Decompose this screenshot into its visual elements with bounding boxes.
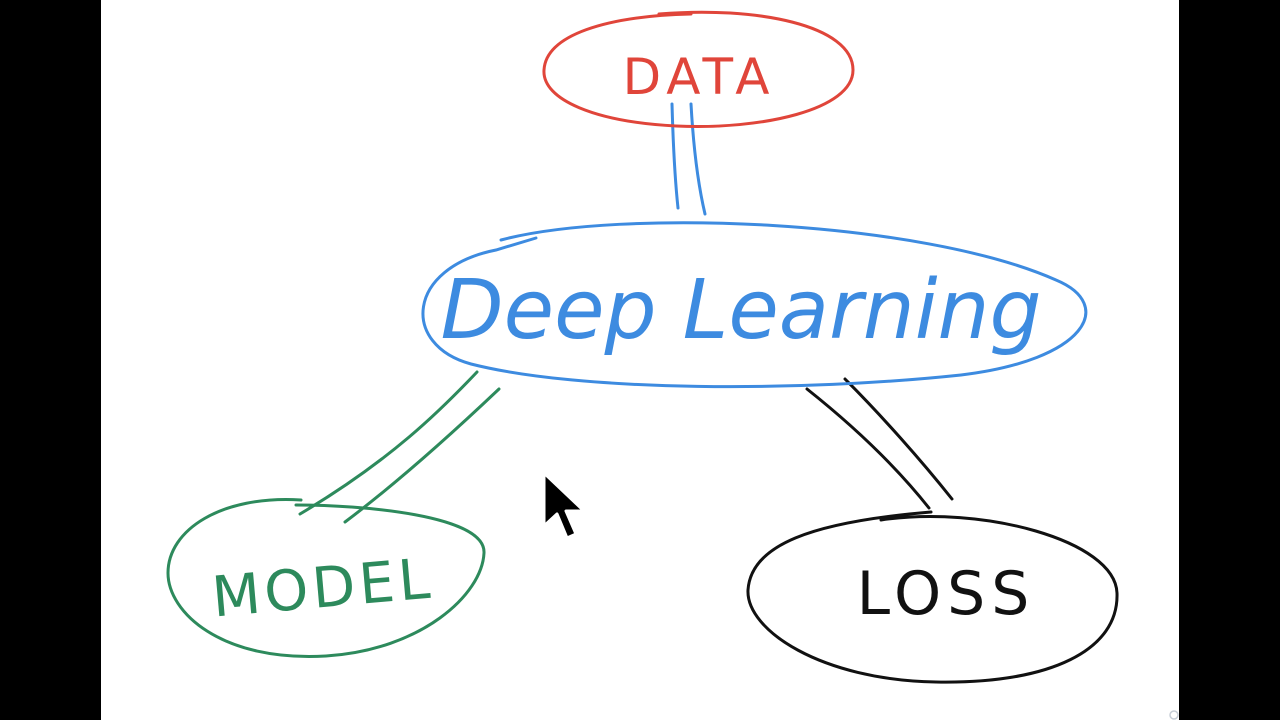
node-data-outline <box>542 10 855 128</box>
edge-deep-learning-to-loss <box>805 377 954 510</box>
node-data: DATA <box>542 10 855 128</box>
node-loss-outline <box>746 510 1119 684</box>
diagram-svg: DATA Deep Learning MODEL LOSS <box>166 10 1119 684</box>
node-data-label: DATA <box>623 48 776 106</box>
edge-data-to-deep-learning <box>670 102 707 216</box>
node-loss: LOSS <box>746 510 1119 684</box>
whiteboard-canvas: DATA Deep Learning MODEL LOSS <box>101 0 1179 720</box>
corner-handle-icon[interactable] <box>1165 706 1179 720</box>
node-model-label: MODEL <box>209 546 436 630</box>
node-model-outline <box>166 498 486 658</box>
node-model: MODEL <box>166 498 486 658</box>
node-deep-learning: Deep Learning <box>421 221 1088 389</box>
mouse-pointer-icon <box>542 471 586 540</box>
edge-deep-learning-to-model <box>298 370 501 524</box>
node-loss-label: LOSS <box>857 559 1036 629</box>
node-deep-learning-outline <box>421 221 1088 389</box>
node-deep-learning-label: Deep Learning <box>440 263 1041 358</box>
